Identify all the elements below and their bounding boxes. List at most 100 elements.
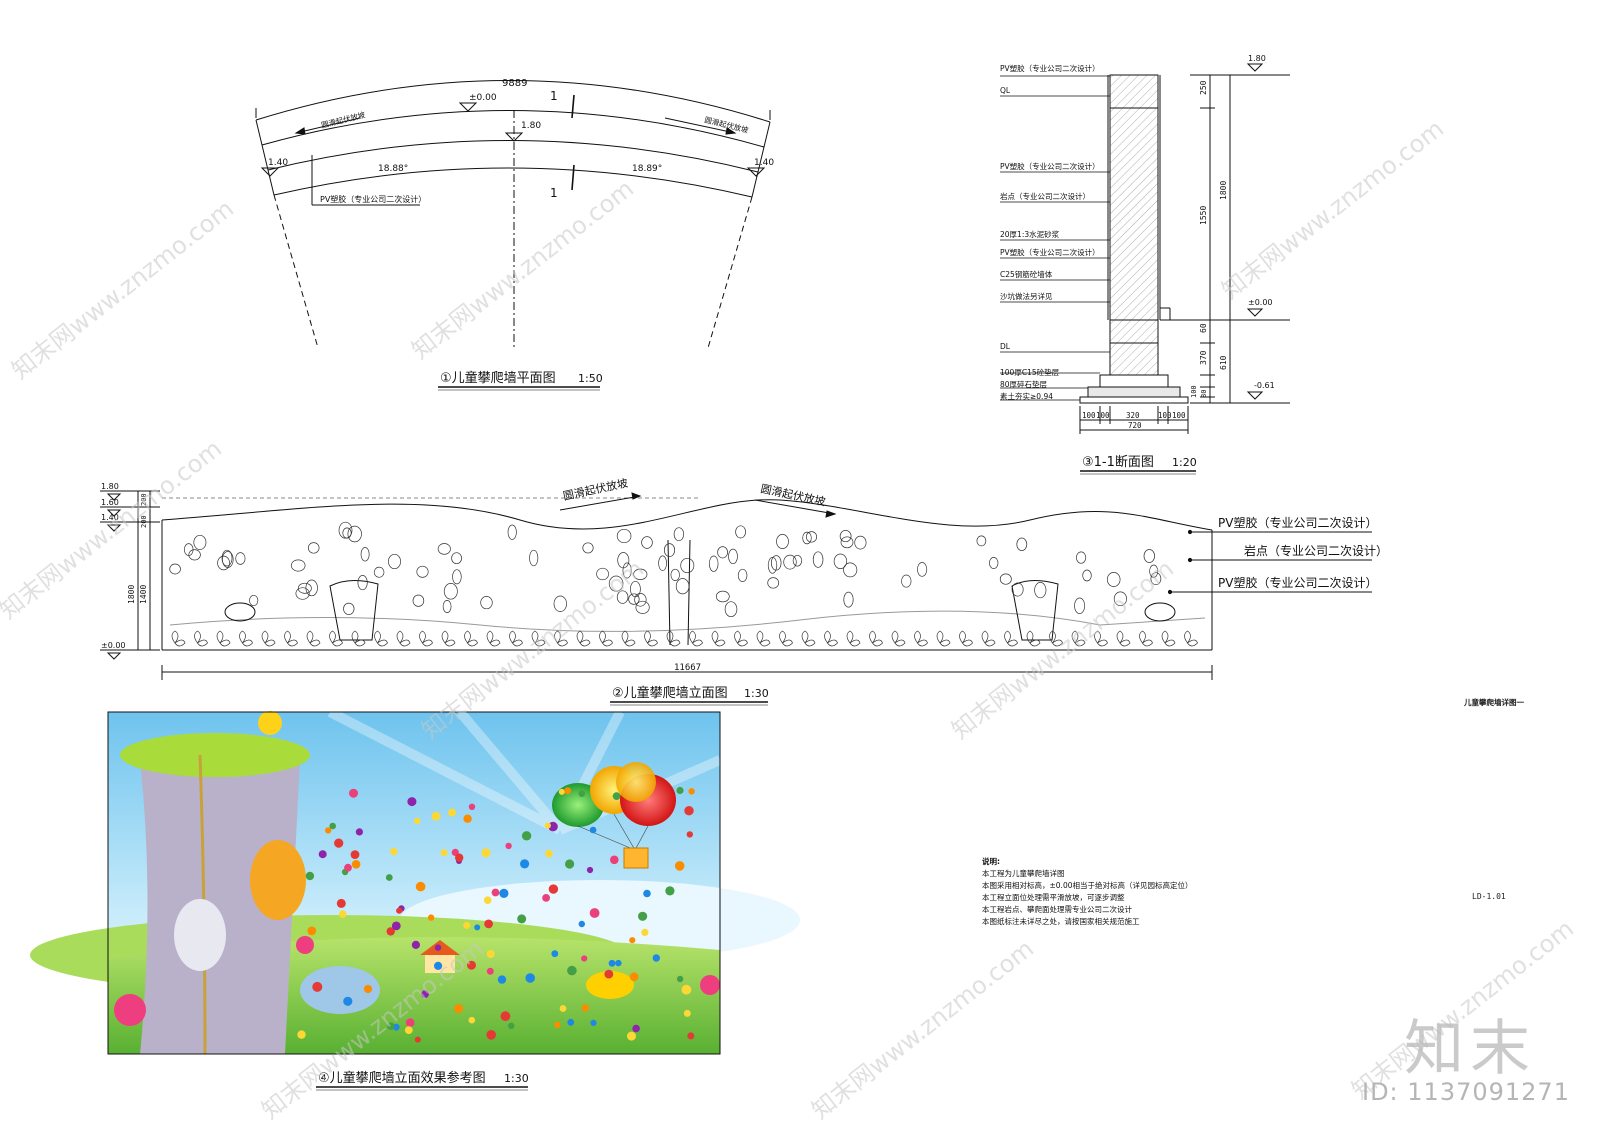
hold-dot (404, 1026, 413, 1034)
watermark-3: 知末网www.znzmo.com (1216, 114, 1449, 304)
rock-hold (792, 554, 803, 567)
plan-slope-right: 18.89° (632, 164, 662, 174)
hold-dot (589, 826, 597, 834)
render-scale: 1:30 (504, 1072, 529, 1085)
flower-shape (351, 630, 366, 647)
rock-hold (1106, 572, 1121, 587)
rock-hold (673, 527, 685, 542)
elevation-view (100, 490, 1372, 680)
elev-total-length: 11667 (674, 663, 701, 673)
rock-hold (843, 562, 858, 578)
hold-dot (676, 786, 684, 795)
hold-dot (627, 1031, 636, 1041)
rock-hold (373, 566, 385, 578)
section-label-5: 20厚1:3水泥砂浆 (1000, 229, 1060, 239)
hold-dot (344, 863, 352, 872)
rock-hold (1082, 569, 1092, 582)
rock-hold (217, 555, 230, 571)
section-scale: 1:20 (1172, 456, 1197, 469)
section-dim-total: 720 (1128, 421, 1142, 430)
hold-dot (590, 1019, 597, 1026)
hold-dot (681, 984, 692, 995)
rock-hold (658, 555, 667, 571)
hold-dot (542, 894, 550, 902)
hold-dot (551, 950, 559, 958)
plan-slope-note-left: 圆滑起伏放坡 (320, 109, 367, 130)
plan-slope-left: 18.88° (378, 164, 408, 174)
elev-scale: 1:30 (744, 687, 769, 700)
hold-dot (411, 940, 420, 950)
section-label-7: C25钢筋砼墙体 (1000, 269, 1053, 279)
rock-hold (616, 590, 629, 604)
rock-hold (412, 594, 425, 607)
plan-level-mid: 1.80 (521, 121, 541, 131)
hold-dot (336, 898, 346, 908)
hold-dot (386, 927, 395, 936)
hold-dot (297, 1030, 306, 1039)
rock-hold (437, 543, 451, 555)
rock-hold (169, 563, 181, 575)
rock-hold (802, 531, 812, 545)
flower-shape (239, 630, 253, 647)
section-dim-1550: 1550 (1199, 206, 1208, 225)
hold-dot (448, 808, 457, 817)
rock-hold (728, 548, 738, 565)
hold-dot (486, 1030, 497, 1040)
design-notes: 说明: 本工程为儿童攀爬墙详图 本图采用相对标高，±0.00相当于绝对标高（详见… (982, 856, 1282, 928)
section-view (1079, 63, 1290, 434)
hold-dot (554, 1021, 561, 1028)
rock-hold (290, 559, 306, 572)
elev-level-140: 1.40 (101, 513, 119, 522)
rock-hold (635, 600, 650, 614)
plan-level-top: ±0.00 (469, 93, 497, 103)
rock-hold (416, 565, 429, 578)
flower-shape (1004, 630, 1018, 647)
rock-hold (307, 542, 320, 554)
section-label-8: 沙坑做法另详见 (1000, 291, 1053, 301)
elev-callout-2: 岩点（专业公司二次设计） (1244, 543, 1388, 558)
section-level-top: 1.80 (1248, 54, 1266, 63)
hold-dot (521, 831, 532, 841)
hold-dot (674, 861, 685, 871)
flower-shape (216, 630, 231, 647)
plan-section-mark-bottom: 1 (550, 186, 558, 200)
flower-shape (1184, 630, 1198, 647)
hold-dot (548, 884, 559, 894)
hold-dot (641, 928, 649, 937)
render-annotations: ④儿童攀爬墙立面效果参考图 1:30 (316, 1070, 529, 1091)
rock-hold (901, 574, 912, 588)
section-dim-100: 100 (1190, 385, 1198, 398)
rock-hold (633, 568, 648, 580)
hold-dot (467, 960, 476, 970)
rock-hold (1150, 572, 1162, 586)
rock-hold (1143, 549, 1155, 563)
rock-hold (783, 554, 797, 570)
elev-dim-200a: 200 (140, 493, 148, 506)
rock-hold (917, 562, 928, 577)
section-dim-b3: 320 (1126, 411, 1140, 420)
flower-shape (711, 630, 726, 647)
hold-dot (390, 847, 398, 856)
rock-hold (776, 534, 789, 549)
hold-dot (558, 788, 565, 795)
rock-hold (582, 542, 594, 554)
hold-dot (686, 831, 693, 838)
rock-hold (193, 534, 207, 550)
rock-hold (608, 575, 624, 592)
rock-hold (183, 543, 194, 556)
rock-hold (188, 549, 201, 561)
elev-slope-note-2: 圆滑起伏放坡 (759, 481, 826, 508)
flower-shape (261, 630, 276, 647)
rock-hold (1076, 551, 1087, 564)
hold-dot (581, 1004, 589, 1012)
rock-hold (1113, 591, 1127, 607)
hold-dot (463, 921, 471, 929)
hold-dot (312, 981, 323, 992)
rock-hold (1074, 597, 1086, 614)
flower-shape (374, 630, 388, 647)
hold-dot (684, 806, 694, 816)
flower-shape (1026, 630, 1041, 647)
hold-dot (643, 889, 651, 898)
hold-dot (440, 849, 448, 857)
elev-callout-3: PV塑胶（专业公司二次设计） (1218, 575, 1377, 590)
